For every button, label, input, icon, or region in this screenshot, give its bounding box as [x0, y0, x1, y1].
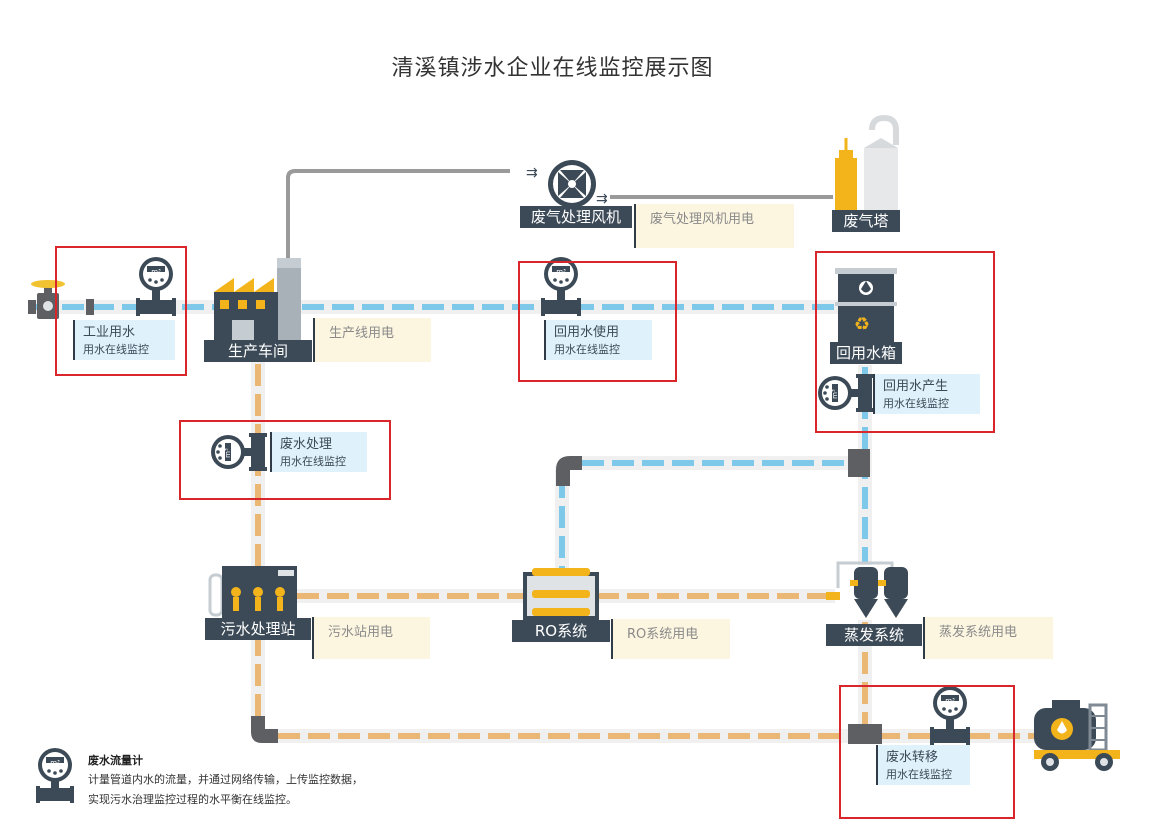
meter-reuse-use-icon [541, 257, 581, 316]
waste-water-pipe-bottom [262, 729, 1042, 743]
tank-label: 回用水箱 [830, 342, 902, 364]
monitor-title: 废水处理 [280, 437, 333, 452]
legend-description: 计量管道内水的流量，并通过网络传输，上传监控数据， 实现污水治理监控过程的水平衡… [88, 770, 418, 810]
meter-unit-label: m³ [151, 268, 161, 276]
sewage-station-label: 污水处理站 [205, 618, 311, 640]
legend-title: 废水流量计 [88, 754, 143, 767]
ro-label: RO系统 [512, 620, 610, 642]
gas-pipe-workshop-fan [286, 169, 510, 258]
meter-unit-label: m³ [224, 448, 232, 458]
reuse-tank-icon: ♻ [835, 268, 897, 342]
monitor-reuse-produce: 回用水产生 用水在线监控 [873, 374, 980, 414]
fan-label: 废气处理风机 [520, 206, 632, 228]
power-sewage-station: 污水站用电 [312, 617, 430, 659]
monitor-subtitle: 用水在线监控 [554, 343, 620, 356]
workshop-label: 生产车间 [204, 340, 312, 362]
monitor-industrial-water: 工业用水 用水在线监控 [73, 320, 175, 360]
meter-unit-label: m³ [945, 697, 955, 705]
meter-unit-label: m³ [831, 389, 839, 399]
legend-line-2: 实现污水治理监控过程的水平衡在线监控。 [88, 793, 297, 806]
svg-text:♻: ♻ [854, 314, 870, 335]
fan-icon: ⇉ ⇉ [526, 160, 608, 208]
legend-meter-icon [36, 748, 74, 803]
pipe-tee-tank [848, 449, 870, 477]
waste-water-pipe-workshop-down [251, 360, 265, 730]
svg-text:⇉: ⇉ [596, 191, 608, 207]
pipe-elbow-ro [556, 456, 582, 486]
evaporation-label: 蒸发系统 [826, 624, 922, 646]
monitor-wastewater-transfer: 废水转移 用水在线监控 [876, 745, 970, 785]
meter-wastewater-treat-icon [211, 433, 267, 471]
ro-system-icon [523, 568, 599, 620]
monitor-title: 回用水产生 [883, 379, 949, 394]
highlight-industrial-water [55, 246, 187, 376]
tower-label: 废气塔 [832, 210, 900, 232]
power-fan: 废气处理风机用电 [634, 204, 794, 248]
monitor-title: 回用水使用 [554, 325, 620, 340]
page-title: 清溪镇涉水企业在线监控展示图 [391, 56, 714, 81]
exhaust-tower-icon [835, 114, 899, 210]
highlight-wastewater-treat [179, 420, 391, 500]
power-ro: RO系统用电 [611, 619, 730, 659]
monitor-wastewater-treat: 废水处理 用水在线监控 [270, 432, 367, 472]
power-evaporation: 蒸发系统用电 [923, 617, 1053, 659]
tanker-truck-icon [1034, 700, 1120, 771]
clean-water-pipe-loop-top [566, 456, 860, 470]
pipe-elbow-bottom-left [251, 716, 278, 743]
monitor-subtitle: 用水在线监控 [883, 397, 949, 410]
meter-transfer-icon [930, 686, 970, 745]
pipe-tee-bottom [848, 724, 882, 744]
monitor-title: 工业用水 [83, 325, 136, 340]
meter-unit-label: m³ [556, 268, 566, 276]
monitor-reuse-use: 回用水使用 用水在线监控 [544, 320, 652, 360]
legend-line-1: 计量管道内水的流量，并通过网络传输，上传监控数据， [88, 773, 363, 786]
highlight-tank-reuse-produce [815, 251, 995, 433]
monitor-subtitle: 用水在线监控 [83, 343, 149, 356]
monitor-subtitle: 用水在线监控 [886, 768, 952, 781]
clean-water-pipe-ro-up [555, 466, 569, 572]
meter-industrial-icon [136, 257, 176, 316]
power-production-line: 生产线用电 [313, 318, 431, 362]
highlight-wastewater-transfer [839, 685, 1015, 819]
workshop-factory-icon [214, 258, 301, 342]
svg-text:⇉: ⇉ [526, 165, 538, 181]
monitor-subtitle: 用水在线监控 [280, 455, 346, 468]
meter-reuse-produce-icon [818, 374, 874, 412]
meter-unit-label: m³ [50, 759, 60, 767]
evaporation-icon [826, 561, 908, 618]
monitor-title: 废水转移 [886, 750, 939, 765]
highlight-reuse-use [518, 261, 677, 382]
sewage-station-icon [208, 566, 297, 618]
